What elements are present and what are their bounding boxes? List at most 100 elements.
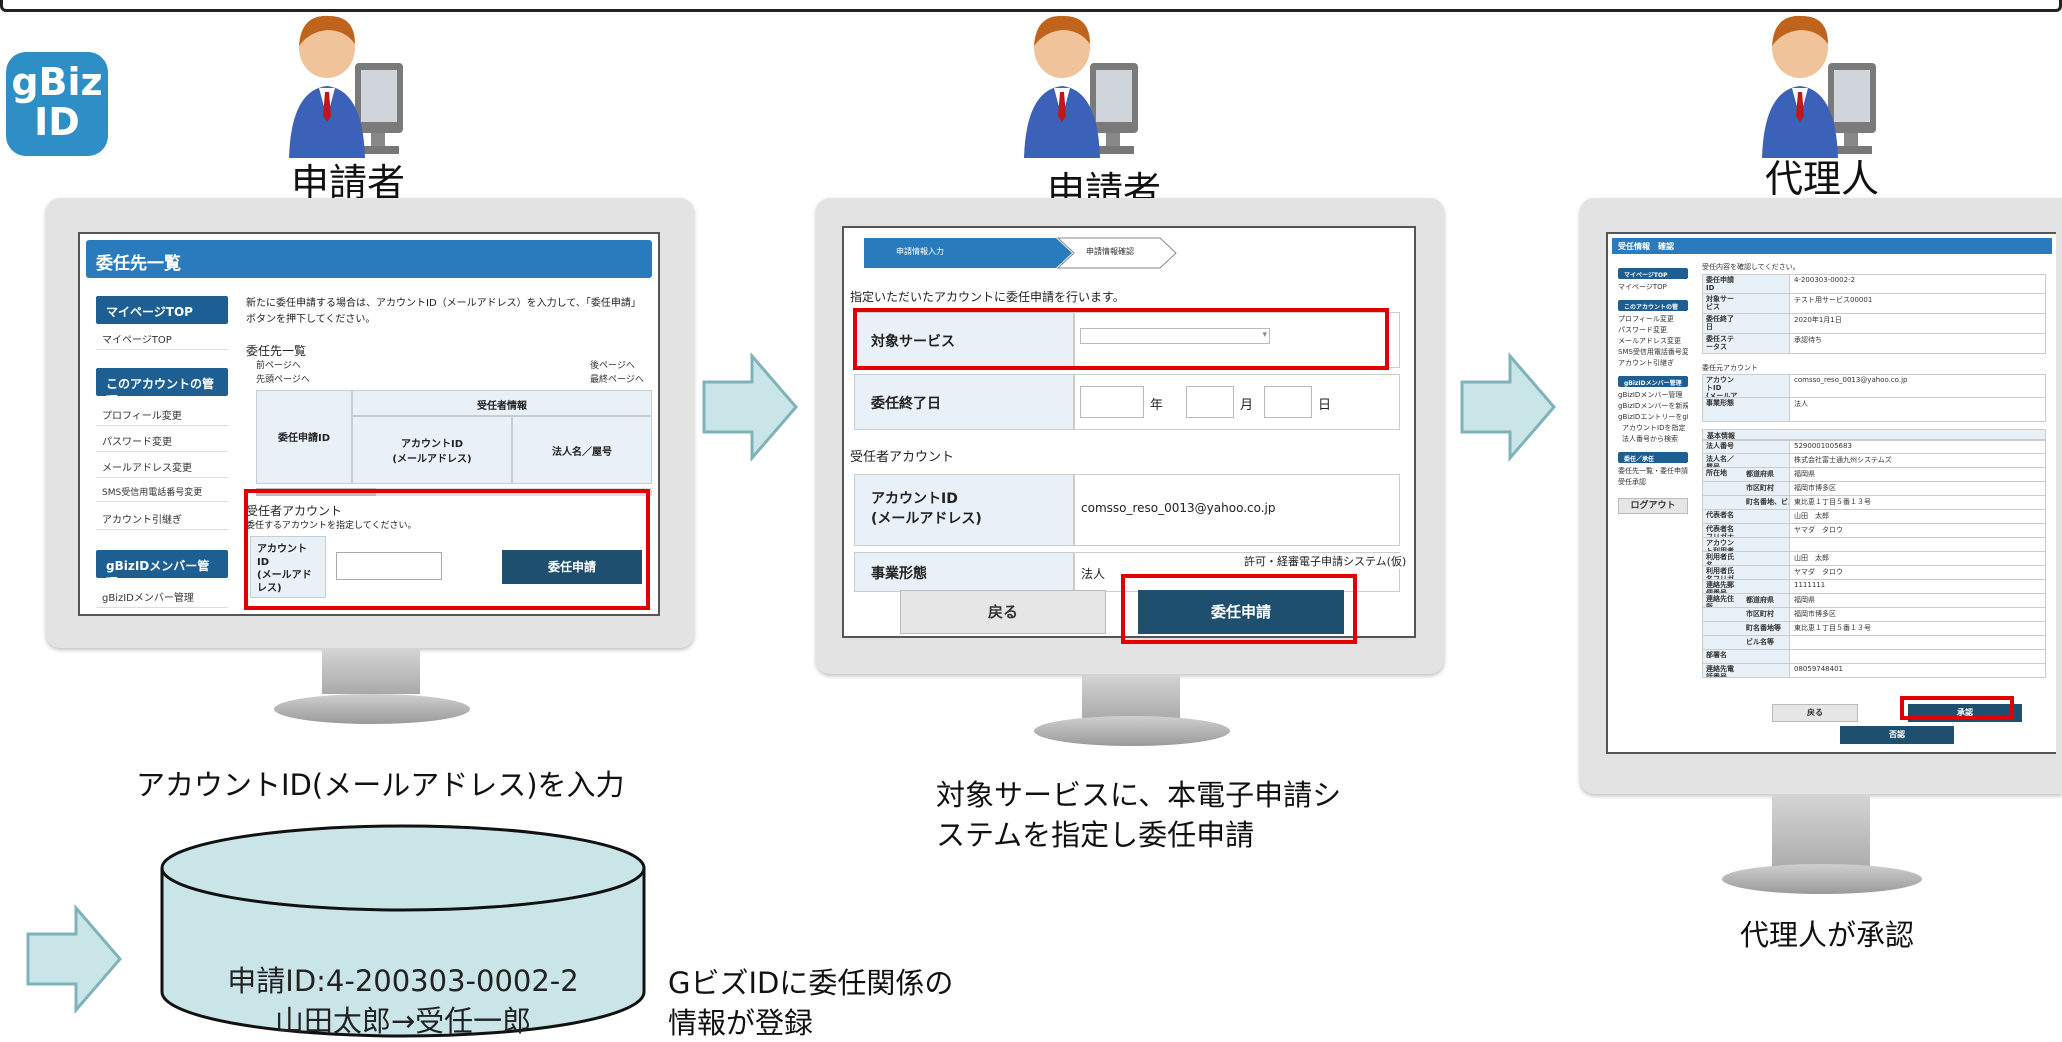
row-value: 東比恵１丁目５番１３号: [1789, 622, 2045, 635]
prev-page-link[interactable]: 前ページへ: [256, 361, 301, 371]
row-label: 連絡先電話番号: [1703, 664, 1743, 677]
month-input[interactable]: [1186, 386, 1234, 418]
service-select[interactable]: ▾: [1080, 328, 1270, 344]
table-row: 町名番地等東比恵１丁目５番１３号: [1702, 622, 2046, 636]
end-date-cell: [1074, 374, 1400, 430]
caption-step2-line1: 対象サービスに、本電子申請シ: [936, 778, 1342, 812]
nav-item-delegate-list[interactable]: 委任先一覧・委任申請: [1618, 467, 1688, 475]
nav-item-mypage[interactable]: マイページTOP: [1618, 283, 1667, 291]
person-at-computer-icon: [1762, 15, 1876, 158]
basic-info-header: 基本情報: [1702, 429, 2046, 440]
nav-item-approve[interactable]: 受任承認: [1618, 478, 1646, 486]
row-value: 山田 太郎: [1789, 552, 2045, 565]
row-sublabel: 町名番地等: [1743, 622, 1789, 635]
role-label-agent: 代理人: [1764, 157, 1879, 201]
nav-item-mypage[interactable]: マイページTOP: [96, 328, 228, 350]
nav-item-specify-id[interactable]: アカウントIDを指定: [1622, 424, 1686, 432]
nav-item-profile[interactable]: プロフィール変更: [1618, 315, 1674, 323]
row-label: 代表者名: [1703, 510, 1743, 523]
table-row: 委任ステータス承認待ち: [1702, 334, 2046, 354]
logout-button[interactable]: ログアウト: [1618, 498, 1688, 514]
next-page-link[interactable]: 後ページへ: [590, 361, 635, 371]
table-row: ビル名等: [1702, 636, 2046, 650]
table-row: 代表者名フリガナヤマダ タロウ: [1702, 524, 2046, 538]
table-row: 法人名／屋号株式会社富士通九州システムズ: [1702, 454, 2046, 468]
row-label: 連絡先住所: [1703, 594, 1743, 607]
row-label: 連絡先郵便番号: [1703, 580, 1743, 593]
last-page-link[interactable]: 最終ページへ: [590, 375, 644, 385]
nav-item-members[interactable]: gBizIDメンバー管理: [1618, 391, 1683, 399]
row-sublabel: [1743, 398, 1789, 421]
row-sublabel: 町名番地、ビル名等: [1743, 496, 1789, 509]
first-page-link[interactable]: 先頭ページへ: [256, 375, 310, 385]
nav-item-members[interactable]: gBizIDメンバー管理: [96, 586, 228, 608]
row-value: 福岡県: [1789, 468, 2045, 481]
nav-item-email[interactable]: メールアドレス変更: [1618, 337, 1681, 345]
delegate-apply-button[interactable]: 委任申請: [1138, 590, 1344, 634]
row-value: comsso_reso_0013@yahoo.co.jp: [1789, 375, 2045, 397]
year-input[interactable]: [1080, 386, 1144, 418]
back-button[interactable]: 戻る: [900, 590, 1106, 634]
row-sublabel: [1743, 314, 1789, 333]
row-value: [1789, 538, 2045, 551]
row-sublabel: [1743, 275, 1789, 293]
table-row: アカウント利用者情報: [1702, 538, 2046, 552]
monitor-2-stand: [1082, 674, 1180, 720]
person-at-computer-icon: [289, 15, 403, 158]
screen-delegate-apply: 申請情報入力 申請情報確認 指定いただいたアカウントに委任申請を行います。 対象…: [842, 226, 1416, 638]
row-label: 代表者名フリガナ: [1703, 524, 1743, 537]
account-info-table: アカウントID (メールアドレス)comsso_reso_0013@yahoo.…: [1702, 374, 2046, 422]
table-row: 所在地都道府県福岡県: [1702, 468, 2046, 482]
nav-item-password[interactable]: パスワード変更: [1618, 326, 1667, 334]
nav-item-sms[interactable]: SMS受信用電話番号変更: [1618, 348, 1688, 356]
screen-header: 委任先一覧: [86, 240, 652, 278]
table-row: 事業形態 法人: [1702, 398, 2046, 422]
row-value: 株式会社富士通九州システムズ: [1789, 454, 2045, 467]
day-input[interactable]: [1264, 386, 1312, 418]
nav-item-profile[interactable]: プロフィール変更: [96, 404, 228, 426]
row-label: [1703, 608, 1743, 621]
table-row: 対象サービステスト用サービス00001: [1702, 294, 2046, 314]
row-value: 08059748401: [1789, 664, 2045, 677]
row-sublabel: [1743, 375, 1789, 397]
table-row: 連絡先電話番号 08059748401: [1702, 664, 2046, 678]
row-sublabel: [1743, 650, 1789, 663]
caption-step3: 代理人が承認: [1740, 918, 1915, 952]
nav-item-sms[interactable]: SMS受信用電話番号変更: [96, 482, 228, 502]
delegate-apply-button[interactable]: 委任申請: [502, 550, 642, 584]
nav-section-members: gBizIDメンバー管理: [1618, 376, 1688, 387]
account-value: comsso_reso_0013@yahoo.co.jp: [1074, 474, 1400, 546]
table-header-name: 法人名／屋号: [512, 416, 652, 484]
back-button[interactable]: 戻る: [1772, 704, 1858, 722]
highlight-approve-button: [1900, 696, 2014, 720]
row-sublabel: [1743, 566, 1789, 579]
row-sublabel: ビル名等: [1743, 636, 1789, 649]
row-sublabel: [1743, 580, 1789, 593]
row-label: 事業形態: [1703, 398, 1743, 421]
nav-item-transfer[interactable]: アカウント引継ぎ: [1618, 359, 1674, 367]
highlight-assignee-box: [244, 489, 650, 610]
nav-section-mypage: マイページTOP: [1618, 268, 1688, 279]
row-label: [1703, 622, 1743, 635]
account-id-input[interactable]: [336, 552, 442, 580]
list-title: 委任先一覧: [246, 344, 307, 358]
row-value: 4-200303-0002-2: [1789, 275, 2045, 293]
row-value: 法人: [1789, 398, 2045, 421]
nav-item-search-corp[interactable]: 法人番号から検索: [1622, 435, 1678, 443]
row-value: [1789, 650, 2045, 663]
row-sublabel: [1743, 294, 1789, 313]
flow-arrow-right-icon: [702, 352, 798, 462]
chevron-down-icon: ▾: [1262, 330, 1267, 340]
business-label: 事業形態: [854, 552, 1074, 592]
nav-item-transfer[interactable]: アカウント引継ぎ: [96, 508, 228, 530]
reject-button[interactable]: 否認: [1840, 726, 1954, 744]
nav-item-password[interactable]: パスワード変更: [96, 430, 228, 452]
step-2-label: 申請情報確認: [1086, 247, 1134, 256]
nav-item-entry-to-member[interactable]: gBizIDエントリーをgBizIDメンバーにする: [1618, 413, 1688, 421]
row-label: アカウント利用者情報: [1703, 538, 1743, 551]
nav-item-email[interactable]: メールアドレス変更: [96, 456, 228, 478]
nav-item-new-member[interactable]: gBizIDメンバーを新規に申請する: [1618, 402, 1688, 410]
